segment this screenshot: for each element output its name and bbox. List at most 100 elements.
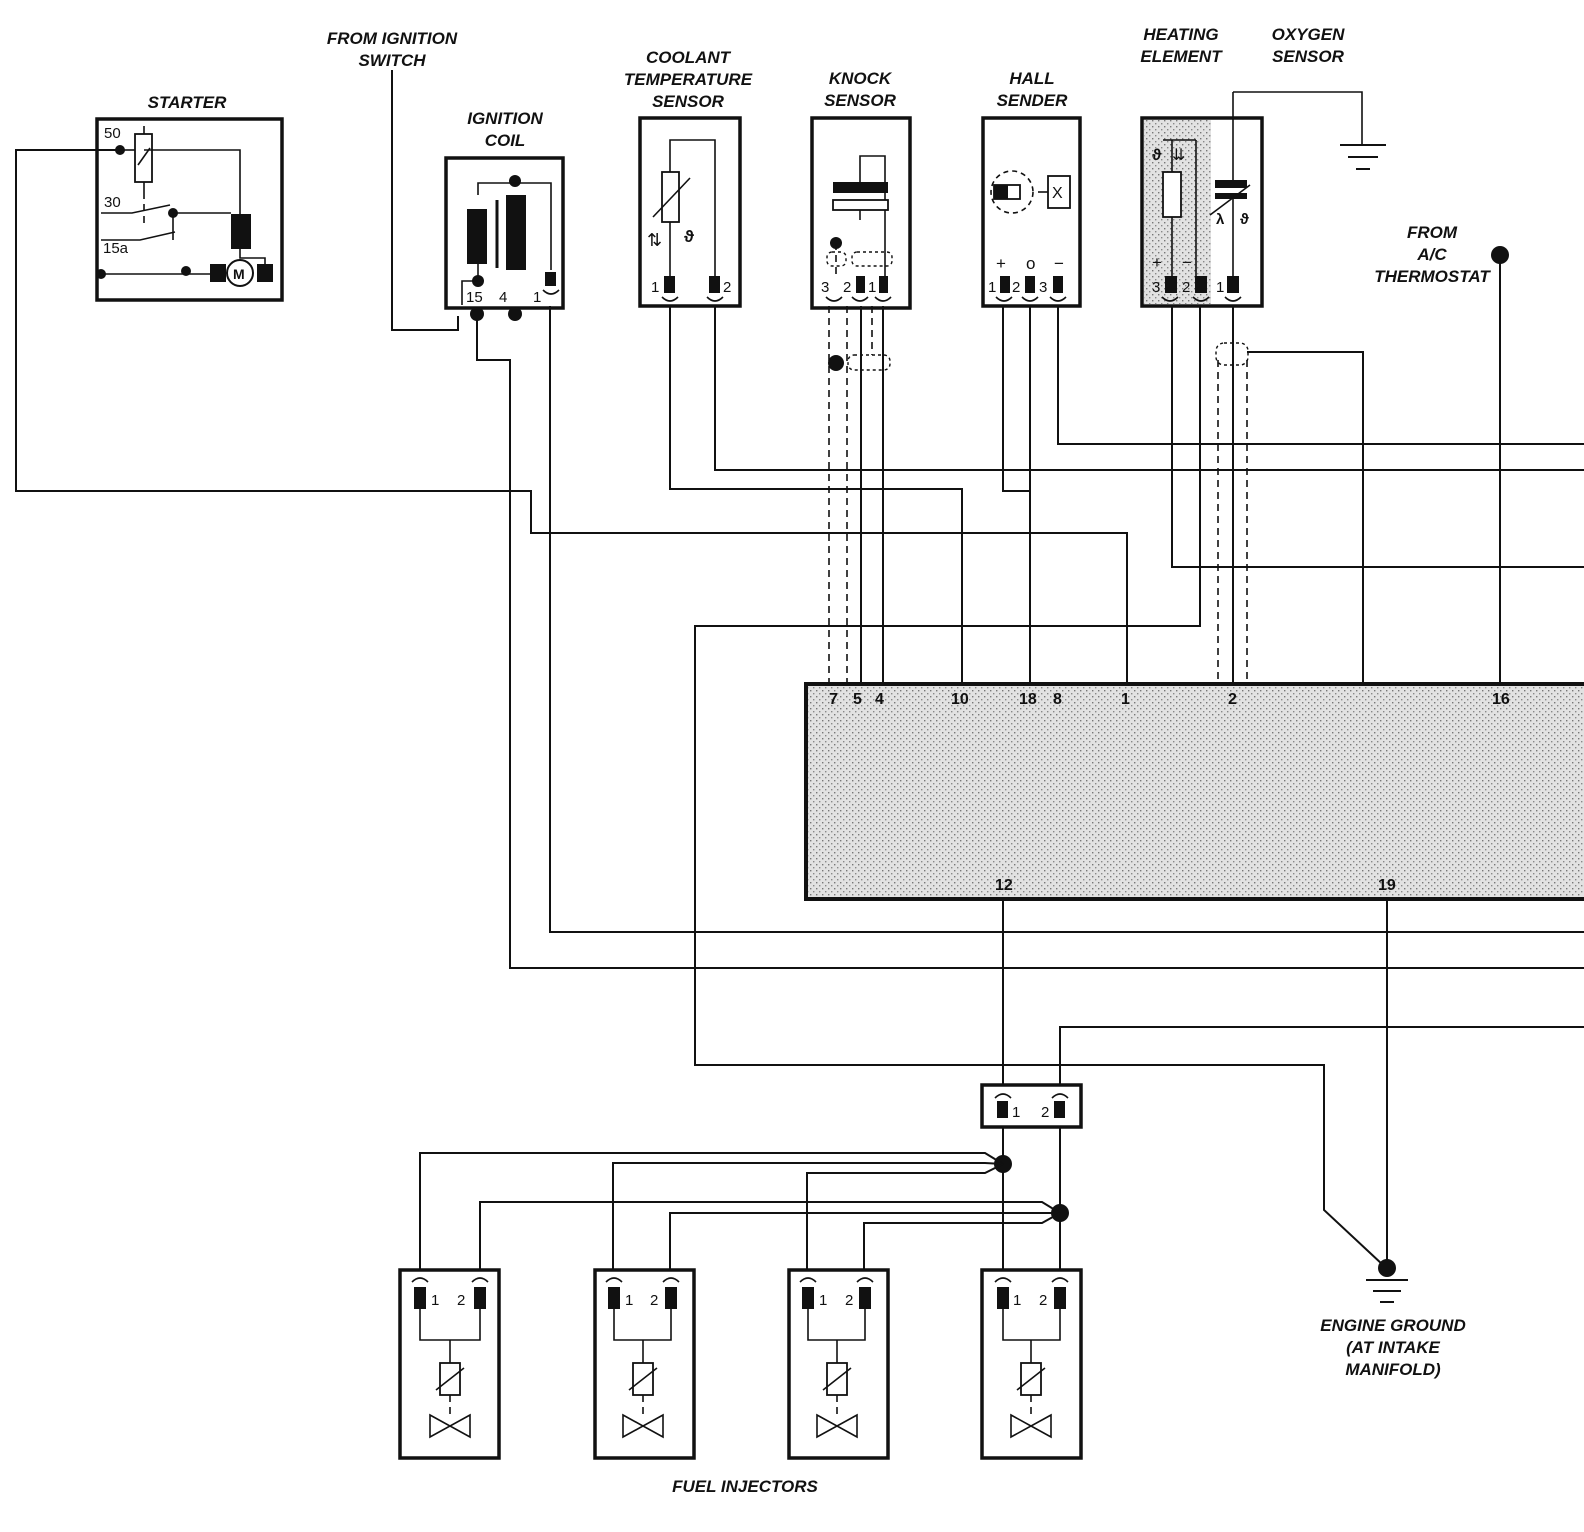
starter: 50 30 15a M <box>95 117 284 302</box>
knock-sensor: 3 2 1 <box>810 116 912 310</box>
svg-text:o: o <box>1026 254 1035 273</box>
starter-label: STARTER <box>148 93 227 112</box>
svg-text:+: + <box>1152 253 1162 272</box>
svg-text:1: 1 <box>819 1292 827 1309</box>
svg-text:SENSOR: SENSOR <box>824 91 897 110</box>
svg-text:A/C: A/C <box>1416 245 1447 264</box>
svg-text:1: 1 <box>1216 279 1224 296</box>
svg-text:12: 12 <box>995 877 1013 894</box>
coolant-temperature-sensor: ⇅ ϑ 1 2 <box>638 116 742 308</box>
svg-text:1: 1 <box>625 1292 633 1309</box>
svg-text:λ: λ <box>1216 211 1225 228</box>
svg-text:FROM IGNITION: FROM IGNITION <box>327 29 458 48</box>
knock-sensor-label: KNOCK SENSOR <box>824 69 897 110</box>
svg-text:2: 2 <box>1041 1104 1049 1121</box>
svg-text:4: 4 <box>875 691 884 708</box>
svg-text:2: 2 <box>1228 691 1237 708</box>
svg-text:ϑ: ϑ <box>684 227 694 246</box>
svg-text:2: 2 <box>457 1292 465 1309</box>
svg-text:(AT INTAKE: (AT INTAKE <box>1346 1338 1440 1357</box>
svg-text:1: 1 <box>1012 1104 1020 1121</box>
svg-text:7: 7 <box>829 691 838 708</box>
injector-harness <box>419 1127 1069 1270</box>
svg-text:1: 1 <box>868 279 876 296</box>
svg-text:HALL: HALL <box>1009 69 1054 88</box>
svg-text:MANIFOLD): MANIFOLD) <box>1345 1360 1441 1379</box>
svg-text:30: 30 <box>104 194 121 211</box>
svg-text:1: 1 <box>651 279 659 296</box>
oxygen-sensor-label: OXYGEN SENSOR <box>1272 25 1345 66</box>
svg-text:⇅: ⇅ <box>647 230 662 250</box>
engine-ground-icon <box>1366 1259 1408 1303</box>
svg-text:1: 1 <box>1121 691 1130 708</box>
svg-text:1: 1 <box>1013 1292 1021 1309</box>
svg-text:SENDER: SENDER <box>997 91 1069 110</box>
svg-text:15: 15 <box>466 289 483 306</box>
fuel-injectors-label: FUEL INJECTORS <box>672 1477 818 1496</box>
oxygen-sensor: ϑ ⇊ λ ϑ + − 3 2 1 <box>1140 91 1363 308</box>
svg-text:COOLANT: COOLANT <box>646 48 732 67</box>
svg-text:+: + <box>996 254 1006 273</box>
svg-text:50: 50 <box>104 125 121 142</box>
fuel-injector-1: 1 2 <box>398 1268 501 1460</box>
svg-text:2: 2 <box>650 1292 658 1309</box>
svg-text:2: 2 <box>843 279 851 296</box>
svg-text:3: 3 <box>1039 279 1047 296</box>
svg-text:2: 2 <box>845 1292 853 1309</box>
svg-text:X: X <box>1052 185 1063 202</box>
svg-text:ENGINE GROUND: ENGINE GROUND <box>1320 1316 1465 1335</box>
svg-text:COIL: COIL <box>485 131 526 150</box>
fuel-injector-2: 1 2 <box>593 1268 696 1460</box>
ecu-control-unit: 7 5 4 10 18 8 1 2 16 12 19 <box>804 682 1584 901</box>
hall-sender-label: HALL SENDER <box>997 69 1069 110</box>
injector-connector: 1 2 <box>980 1083 1083 1129</box>
ignition-coil: 15 4 1 <box>444 156 565 321</box>
svg-text:1: 1 <box>431 1292 439 1309</box>
svg-text:2: 2 <box>723 279 731 296</box>
svg-text:3: 3 <box>1152 279 1160 296</box>
svg-text:SENSOR: SENSOR <box>652 92 725 111</box>
svg-text:3: 3 <box>821 279 829 296</box>
svg-text:TEMPERATURE: TEMPERATURE <box>624 70 753 89</box>
svg-text:M: M <box>233 266 245 282</box>
svg-text:19: 19 <box>1378 877 1396 894</box>
coolant-sensor-label: COOLANT TEMPERATURE SENSOR <box>624 48 753 111</box>
svg-text:ELEMENT: ELEMENT <box>1140 47 1223 66</box>
svg-text:5: 5 <box>853 691 862 708</box>
svg-text:2: 2 <box>1182 279 1190 296</box>
svg-text:16: 16 <box>1492 691 1510 708</box>
ground-icon <box>1340 144 1386 170</box>
heating-element-label: HEATING ELEMENT <box>1140 25 1223 66</box>
fuel-injector-4: 1 2 <box>980 1268 1083 1460</box>
svg-text:18: 18 <box>1019 691 1037 708</box>
svg-text:4: 4 <box>499 289 507 306</box>
svg-text:THERMOSTAT: THERMOSTAT <box>1374 267 1491 286</box>
svg-text:SWITCH: SWITCH <box>358 51 426 70</box>
svg-text:FROM: FROM <box>1407 223 1458 242</box>
svg-text:1: 1 <box>533 289 541 306</box>
engine-ground-label: ENGINE GROUND (AT INTAKE MANIFOLD) <box>1320 1316 1465 1379</box>
wires <box>15 70 1584 1266</box>
svg-text:ϑ: ϑ <box>1240 211 1249 228</box>
svg-text:SENSOR: SENSOR <box>1272 47 1345 66</box>
ac-thermostat-label: FROM A/C THERMOSTAT <box>1374 223 1491 286</box>
svg-text:IGNITION: IGNITION <box>467 109 543 128</box>
ignition-coil-label: IGNITION COIL <box>467 109 543 150</box>
svg-text:HEATING: HEATING <box>1143 25 1218 44</box>
svg-text:2: 2 <box>1012 279 1020 296</box>
svg-text:−: − <box>1054 254 1064 273</box>
svg-text:15a: 15a <box>103 240 129 257</box>
svg-text:10: 10 <box>951 691 969 708</box>
svg-text:⇊: ⇊ <box>1172 147 1185 164</box>
fuel-injector-3: 1 2 <box>787 1268 890 1460</box>
svg-text:OXYGEN: OXYGEN <box>1272 25 1345 44</box>
hall-sender: X + o − 1 2 3 <box>981 116 1082 308</box>
svg-text:ϑ: ϑ <box>1152 147 1162 164</box>
ignition-switch-label: FROM IGNITION SWITCH <box>327 29 458 70</box>
svg-text:8: 8 <box>1053 691 1062 708</box>
svg-text:1: 1 <box>988 279 996 296</box>
svg-text:KNOCK: KNOCK <box>829 69 893 88</box>
svg-text:−: − <box>1182 253 1192 272</box>
svg-text:2: 2 <box>1039 1292 1047 1309</box>
